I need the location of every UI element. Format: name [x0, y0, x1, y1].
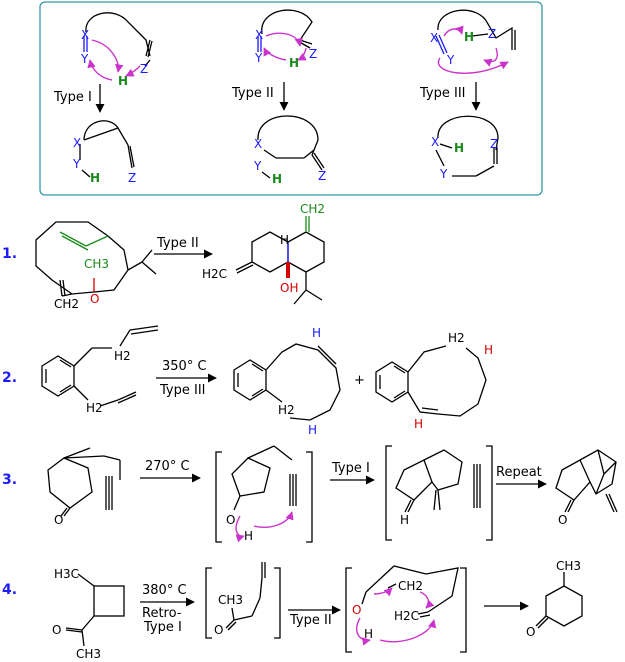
type-1-h: H	[118, 74, 128, 88]
ex2-prodB-h2: H2	[448, 331, 465, 345]
type-3-z: Z	[488, 27, 496, 41]
ex4-condition-temp: 380° C	[142, 583, 187, 598]
ex1-product-ch2: CH2	[300, 202, 325, 216]
legend-box	[39, 1, 543, 196]
ex2-condition-type: Type III	[159, 383, 206, 398]
ex3-product-o: O	[558, 513, 567, 527]
ex2-plus: +	[354, 373, 365, 388]
ex4-int-ch3: CH3	[218, 593, 243, 607]
ex4-product-ch3: CH3	[556, 559, 581, 573]
type-2-h: H	[289, 56, 299, 70]
type-3-x: X	[430, 31, 438, 45]
type-1-y: Y	[80, 52, 89, 66]
ex2-prodA-h-top: H	[312, 326, 321, 340]
ex3-condition-repeat: Repeat	[496, 465, 542, 480]
type-2-label-text: Type II	[231, 86, 274, 101]
type-3-product-z: Z	[490, 137, 498, 151]
type-2-product-x: X	[254, 137, 262, 151]
example-3: 3. O 270° C O H Type I	[2, 445, 618, 543]
example-1: 1. CH3 CH2 O Type II CH2 H2C OH H	[2, 202, 325, 311]
ex3-o: O	[54, 513, 63, 527]
type-2-product-z: Z	[318, 169, 326, 183]
type-1-z: Z	[140, 62, 148, 76]
ex1-ch2: CH2	[54, 297, 79, 311]
example-1-number: 1.	[2, 246, 17, 262]
ex2-prodA-h2: H2	[278, 403, 295, 417]
ex4-ch3: CH3	[76, 647, 101, 661]
ex1-condition: Type II	[156, 236, 199, 251]
type-1-product-y: Y	[72, 157, 81, 171]
ex4-int-o: O	[214, 623, 223, 637]
type-1-product-z: Z	[128, 171, 136, 185]
type-2-product-y: Y	[253, 159, 262, 173]
type-2-z: Z	[309, 47, 317, 61]
ex2-condition-temp: 350° C	[162, 359, 207, 374]
ex3-int2-o: H	[400, 513, 409, 527]
ex4-o: O	[52, 623, 61, 637]
type-1-product-x: X	[73, 136, 81, 150]
example-4-number: 4.	[2, 582, 17, 598]
ex1-product-oh: OH	[280, 281, 298, 295]
type-2-x: X	[255, 28, 263, 42]
type-2-scheme: X Y H Z Type II X Y H Z	[231, 9, 326, 186]
example-4: 4. H3C O CH3 380° C Retro- Type I CH3 O …	[2, 559, 583, 661]
ex2-h2-top: H2	[114, 349, 131, 363]
example-2-number: 2.	[2, 370, 17, 386]
type-1-x: X	[81, 28, 89, 42]
example-3-number: 3.	[2, 472, 17, 488]
type-2-y: Y	[254, 51, 263, 65]
type-3-y: Y	[446, 53, 455, 67]
type-3-product-x: X	[431, 135, 439, 149]
ex2-prodB-h-bottom: H	[414, 417, 423, 431]
example-2: 2. H2 H2 350° C Type III H H2 H +	[2, 325, 493, 437]
ex4-product-o: O	[526, 625, 535, 639]
ex4-ts-h2c: H2C	[394, 609, 419, 623]
ex2-prodA-h-bottom: H	[308, 423, 317, 437]
type-1-label: Type I	[53, 90, 92, 105]
ex1-product-h2c: H2C	[202, 267, 227, 281]
ex2-h2-bottom: H2	[86, 401, 103, 415]
type-3-product-y: Y	[439, 167, 448, 181]
type-1-product-h: H	[90, 171, 100, 185]
type-3-product-h: H	[454, 141, 464, 155]
type-3-scheme: X Y H Z Type III X H Y Z	[419, 9, 516, 181]
ex1-product-h: H	[280, 233, 289, 247]
type-3-h: H	[464, 30, 474, 44]
ex4-ts-ch2: CH2	[398, 579, 423, 593]
ex4-condition-type1: Type I	[143, 620, 182, 635]
ex4-h3c: H3C	[54, 567, 79, 581]
ex4-ts-h: H	[364, 627, 373, 641]
ex4-condition-type2: Type II	[289, 613, 332, 628]
ex1-o: O	[90, 292, 99, 306]
type-2-product-h: H	[272, 172, 282, 186]
ex4-ts-o: O	[352, 603, 361, 617]
ex3-int1-h: H	[244, 529, 253, 543]
ex3-condition-temp: 270° C	[145, 459, 190, 474]
ex4-condition-retro: Retro-	[142, 606, 182, 621]
type-3-label: Type III	[419, 86, 466, 101]
type-1-scheme: X Y H Z Type I X Y H Z	[53, 12, 153, 185]
ex1-ch3: CH3	[84, 257, 109, 271]
ex2-prodB-h-right: H	[484, 343, 493, 357]
ex3-int1-o: O	[226, 513, 235, 527]
ex3-condition-type1: Type I	[331, 461, 370, 476]
